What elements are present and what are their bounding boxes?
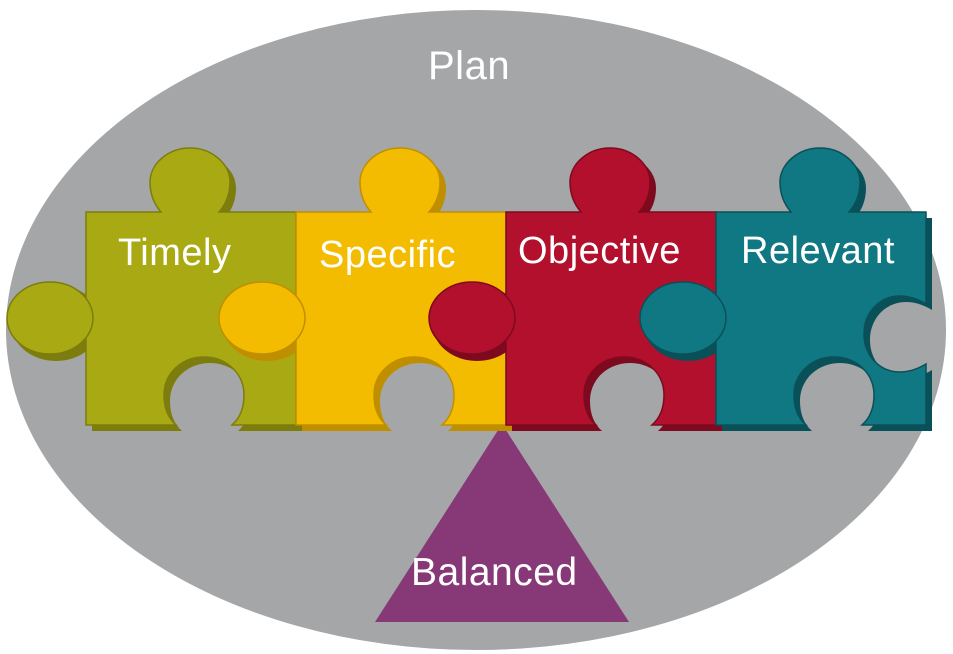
piece-label-relevant: Relevant bbox=[741, 230, 895, 272]
balanced-fulcrum bbox=[375, 424, 629, 622]
balanced-label: Balanced bbox=[411, 551, 578, 594]
puzzle-piece-specific bbox=[218, 147, 512, 431]
puzzle-piece-relevant bbox=[639, 147, 932, 431]
plan-title: Plan bbox=[428, 44, 511, 88]
piece-label-specific: Specific bbox=[319, 234, 457, 276]
puzzle-piece-timely bbox=[6, 147, 302, 431]
puzzle-piece-objective bbox=[428, 147, 722, 431]
piece-label-objective: Objective bbox=[518, 230, 681, 272]
piece-label-timely: Timely bbox=[118, 232, 232, 274]
